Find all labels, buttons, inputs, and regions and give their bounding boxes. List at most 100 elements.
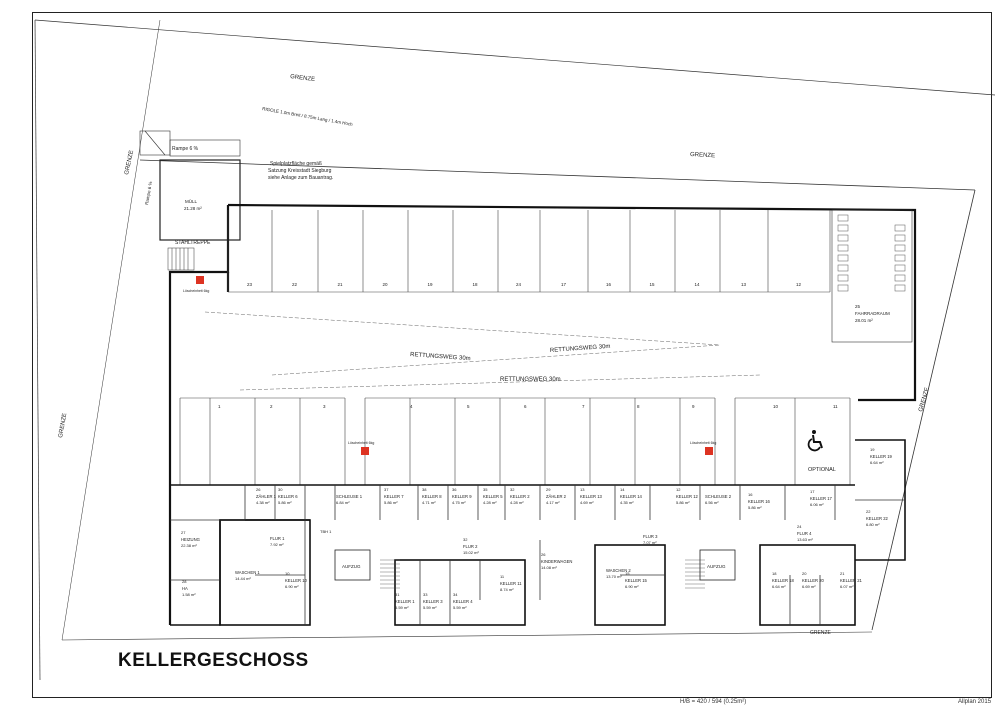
grenze-label-left1: GRENZE — [124, 150, 135, 176]
parking-space-number: 24 — [516, 282, 522, 287]
bike-stand — [894, 244, 906, 252]
room-name: HEIZUNG — [181, 537, 200, 542]
stairs-right — [685, 559, 705, 589]
room-number: 24 — [797, 524, 802, 529]
room-name: KELLER 20 — [802, 578, 825, 583]
grenze-label-right: GRENZE — [918, 387, 931, 413]
playground-note-3: siehe Anlage zum Bauantrag. — [268, 175, 333, 181]
room-area: 8.74 m² — [500, 587, 514, 592]
muell-name: MÜLL — [185, 198, 198, 204]
room-area: 5.86 m² — [676, 500, 690, 505]
page-title: KELLERGESCHOSS — [118, 650, 309, 671]
software-label: Allplan 2015 — [958, 699, 992, 705]
room-area: 6.90 m² — [285, 584, 299, 589]
bike-stand — [837, 264, 849, 272]
room-name: KINDERWAGEN — [541, 559, 572, 564]
room-number: 16 — [748, 492, 753, 497]
room-number: 15 — [625, 571, 630, 576]
room-area: 6.64 m² — [870, 460, 884, 465]
parking-space-number: 21 — [338, 282, 344, 287]
room-name: FLUR 3 — [643, 534, 658, 539]
bike-stand — [837, 274, 849, 282]
bike-room-num: 25 — [855, 304, 861, 309]
parking-space-number: 20 — [383, 282, 389, 287]
bike-stand — [837, 214, 849, 222]
room-area: 6.07 m² — [840, 584, 854, 589]
room-area: 7.07 m² — [643, 540, 657, 545]
sheet-size: H/B = 420 / 594 (0.25m²) — [680, 699, 747, 705]
room-name: KELLER 13 — [580, 494, 603, 499]
ramp-top — [139, 130, 241, 157]
room-number: 27 — [181, 530, 186, 535]
room-area: 5.86 m² — [278, 500, 292, 505]
room-area: 6.80 m² — [866, 522, 880, 527]
bike-room — [831, 209, 913, 343]
room-name: HA — [182, 586, 188, 591]
room-name: KELLER 21 — [840, 578, 863, 583]
fire-extinguisher-icon — [196, 276, 713, 455]
room-name: ZÄHLER 1 — [256, 494, 277, 499]
room-area: 13.63 m² — [797, 537, 813, 542]
room-number: 18 — [772, 571, 777, 576]
room-name: KELLER 22 — [866, 516, 889, 521]
bike-stand — [894, 224, 906, 232]
escape-route-2: RETTUNGSWEG 30m — [550, 344, 611, 354]
parking-space-number: 5 — [467, 404, 470, 409]
escape-route-3: RETTUNGSWEG 30m — [500, 377, 561, 383]
room-area: 7.92 m² — [270, 542, 284, 547]
room-name: KELLER 18 — [772, 578, 795, 583]
fire-ext-label-2: Löscheinheit 6kg — [348, 441, 374, 445]
stahltreppe-label: STAHLTREPPE — [175, 240, 211, 246]
parking-space-number: 16 — [606, 282, 612, 287]
room-name: KELLER 4 — [453, 599, 473, 604]
grenze-label-mid: GRENZE — [690, 152, 715, 159]
room-area: 15.02 m² — [463, 550, 479, 555]
room-area: 5.59 m² — [423, 605, 437, 610]
parking-space-number: 18 — [473, 282, 479, 287]
room-number: 26 — [256, 487, 261, 492]
optional-label: OPTIONAL — [808, 467, 836, 473]
muell-room — [159, 159, 241, 241]
room-number: 37 — [384, 487, 389, 492]
ramp-left1-label: Rampe 6 % — [144, 181, 153, 205]
room-area: 4.28 m² — [510, 500, 524, 505]
escape-route-lines — [204, 311, 761, 391]
room-area: 6.64 m² — [772, 584, 786, 589]
tbh-label: TBH 1 — [320, 529, 332, 534]
room-area: 6.90 m² — [625, 584, 639, 589]
site-boundary — [34, 19, 996, 681]
room-name: KELLER 14 — [620, 494, 643, 499]
room-name: KELLER 2 — [510, 494, 530, 499]
parking-top-dividers — [227, 210, 831, 292]
room-name: WASCHEN 2 — [606, 568, 631, 573]
room-number: 11 — [500, 574, 505, 579]
parking-space-number: 13 — [741, 282, 747, 287]
room-number: 22 — [866, 509, 871, 514]
room-area: 6.69 m² — [802, 584, 816, 589]
room-name: KELLER 15 — [625, 578, 648, 583]
room-name: SCHLEUSE 1 — [336, 494, 363, 499]
room-label-schleuse2: SCHLEUSE 26.56 m² — [705, 494, 732, 505]
room-area: 4.69 m² — [580, 500, 594, 505]
room-number: 35 — [483, 487, 488, 492]
stairs-left — [380, 559, 400, 589]
aufzug-2: AUFZUG — [707, 564, 726, 569]
basement-walls — [170, 439, 906, 626]
parking-space-number: 19 — [428, 282, 434, 287]
bike-stand — [894, 254, 906, 262]
bike-stand — [837, 244, 849, 252]
room-area: 4.71 m² — [422, 500, 436, 505]
